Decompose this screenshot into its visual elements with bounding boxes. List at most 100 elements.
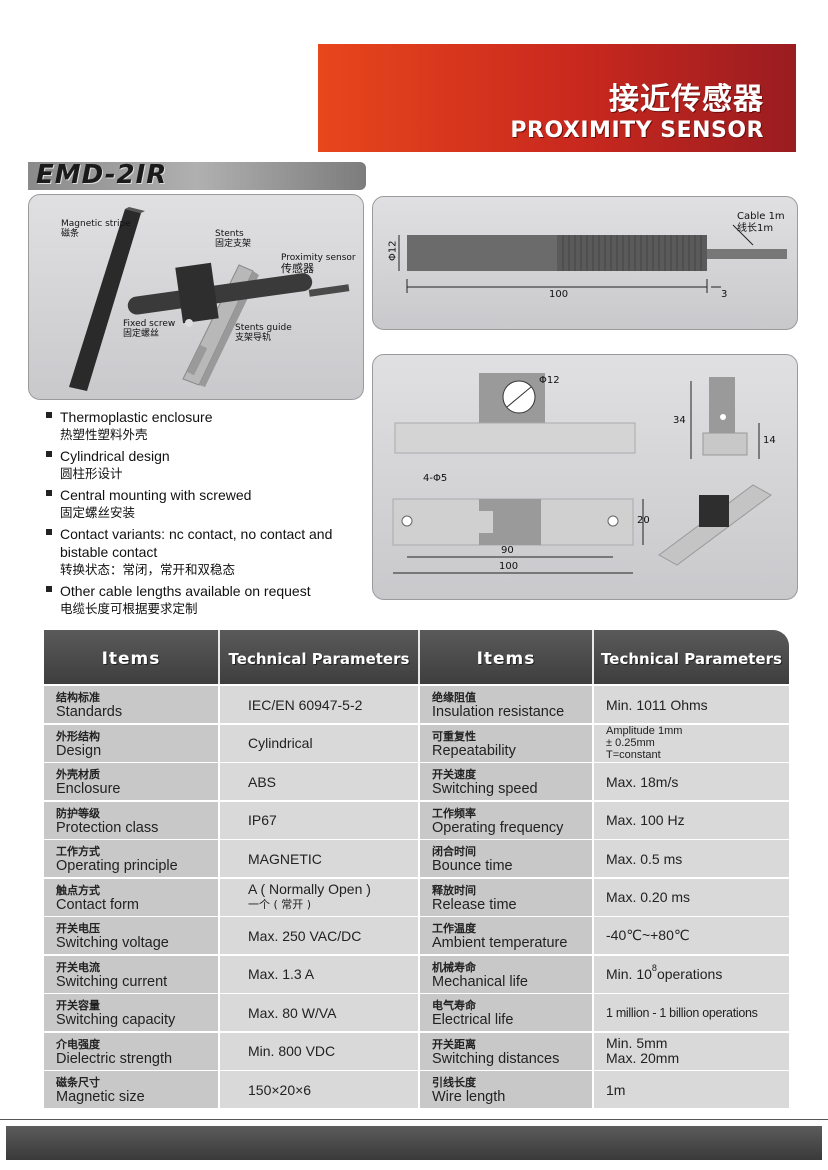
header-params-left: Technical Parameters [228,650,410,668]
item-name-en: Ambient temperature [432,935,568,951]
value-cell: Cylindrical [220,724,418,762]
item-name-cn: 开关距离 [432,1037,476,1051]
item-name-en: Dielectric strength [56,1050,173,1067]
header-params-right: Technical Parameters [601,650,782,668]
value-cell: Max. 0.20 ms [594,878,789,916]
stripe-length: 100 [499,561,519,572]
sensor-diameter: Φ12 [387,240,399,262]
value-cell: Max. 100 Hz [594,801,789,839]
param-value: Cylindrical [248,735,313,751]
item-name-cn: 开关速度 [432,768,476,781]
item-name-cn: 触点方式 [56,883,100,897]
stripe-dimension-svg [392,373,772,574]
hole-spacing: 90 [501,545,514,556]
item-name-en: Contact form [56,896,139,913]
item-name-en: Switching distances [432,1050,560,1067]
item-name-cn: 闭合时间 [432,845,476,858]
item-name-cn: 电气寿命 [432,999,476,1012]
assembly-drawing [69,207,350,391]
item-name-cn: 开关电流 [56,960,100,974]
feature-item: Contact variants: nc contact, no contact… [46,525,376,579]
rail-height: 14 [763,435,776,446]
value-cell: MAGNETIC [220,840,418,877]
item-name-cn: 外形结构 [56,729,100,743]
item-name-en: Repeatability [432,742,516,759]
sensor-length: 100 [549,289,569,300]
param-value: IEC/EN 60947-5-2 [248,696,363,713]
param-value: Max. 80 W/VA [248,1004,337,1021]
item-name-cn: 结构标准 [56,691,100,704]
value-cell: Max. 18m/s [594,763,789,800]
value-cell: IP67 [220,801,418,839]
value-cell: -40℃~+80℃ [594,917,789,954]
stent-height: 34 [673,415,686,426]
value-cell: Max. 0.5 ms [594,840,789,877]
feature-list: Thermoplastic enclosure 热塑性塑料外壳 Cylindri… [46,408,376,621]
value-cell: 1 million - 1 billion operations [594,994,789,1031]
stripe-width: 20 [637,515,650,526]
item-name-cn: 可重复性 [432,729,476,743]
header-banner: 接近传感器 PROXIMITY SENSOR [318,44,796,152]
item-name-en: Switching current [56,973,168,990]
param-value: 1 million - 1 billion operations [606,1005,758,1020]
item-name-en: Switching speed [432,781,538,797]
item-name-en: Design [56,742,102,759]
model-number: EMD-2IR [36,160,168,190]
item-name-cn: 工作频率 [432,806,476,820]
item-name-cn: 外壳材质 [56,768,100,781]
param-value: 1m [606,1081,626,1098]
param-value: 150×20×6 [248,1081,312,1098]
sensor-dimension-svg [398,224,787,293]
item-name-en: Protection class [56,819,159,836]
value-cell: 1m [594,1071,789,1108]
item-name-cn: 介电强度 [56,1037,100,1051]
model-bar [28,162,366,190]
item-name-en: Standards [56,704,123,720]
item-name-cn: 机械寿命 [432,960,476,974]
item-name-cn: 开关容量 [56,999,100,1012]
item-name-en: Wire length [432,1089,506,1105]
param-value: IP67 [248,812,277,828]
param-value: Max. 100 Hz [606,812,685,828]
value-cell: Min. 1011 Ohms [594,686,789,723]
value-cell: ABS [220,763,418,800]
item-name-cn: 绝缘阻值 [432,691,476,704]
item-name-en: Enclosure [56,781,121,797]
table-header: Items Technical Parameters Items Technic… [44,630,789,684]
header-items-left: Items [101,649,161,669]
footer-bar [6,1126,822,1160]
param-value: Max. 1.3 A [248,966,315,982]
value-cell: Min. 800 VDC [220,1032,418,1070]
feature-item: Other cable lengths available on request… [46,582,376,618]
item-name-en: Electrical life [432,1012,514,1028]
item-name-en: Magnetic size [56,1089,145,1105]
